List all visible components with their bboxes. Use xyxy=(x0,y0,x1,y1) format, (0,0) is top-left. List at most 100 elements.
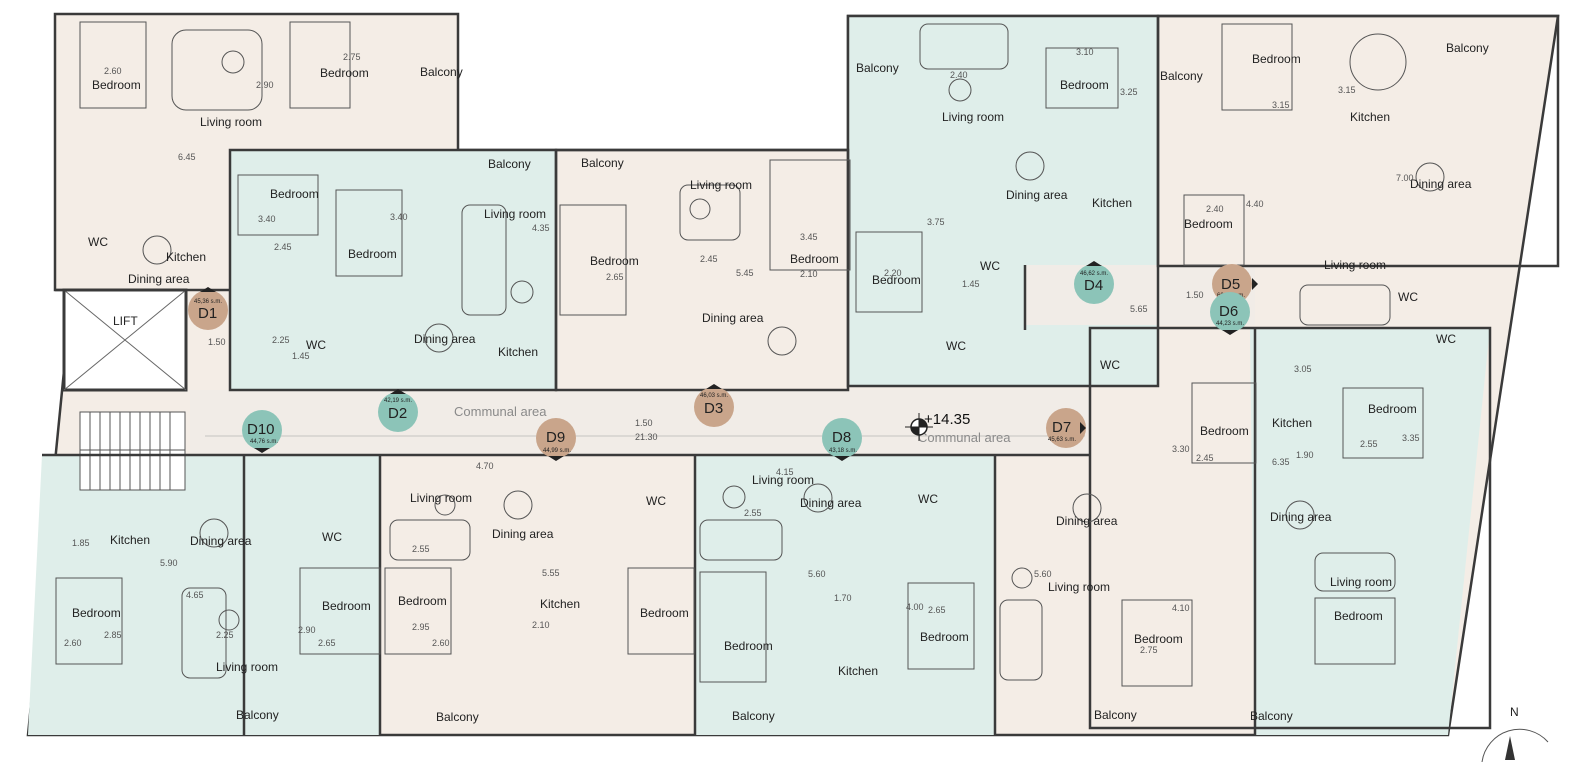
unit-marker-d2: 42,19 s.m. D2 xyxy=(378,389,418,432)
svg-text:D6: D6 xyxy=(1219,303,1238,320)
svg-text:D4: D4 xyxy=(1084,277,1103,294)
label-bedroom: Bedroom xyxy=(1184,217,1233,231)
dim-label: 4.10 xyxy=(1172,603,1190,613)
corridor-length-label: 21.30 xyxy=(635,432,658,442)
label-dining-area: Dining area xyxy=(1056,514,1118,528)
unit-d8-fill xyxy=(695,455,995,735)
label-dining-area: Dining area xyxy=(128,272,190,286)
dim-label: 2.55 xyxy=(412,544,430,554)
dim-label: 1.85 xyxy=(72,538,90,548)
dim-label: 4.35 xyxy=(532,223,550,233)
svg-text:D10: D10 xyxy=(247,421,275,438)
label-kitchen: Kitchen xyxy=(166,250,206,264)
dim-label: 1.45 xyxy=(962,279,980,289)
svg-text:D8: D8 xyxy=(832,429,851,446)
dim-label: 7.00 xyxy=(1396,173,1414,183)
svg-text:46,03 s.m.: 46,03 s.m. xyxy=(700,393,728,399)
dim-label: 2.45 xyxy=(700,254,718,264)
dim-label: 2.45 xyxy=(1196,453,1214,463)
dim-label: 3.40 xyxy=(258,214,276,224)
dim-label: 2.65 xyxy=(928,605,946,615)
unit-marker-d1: 45,36 s.m. D1 xyxy=(188,287,228,330)
label-wc: WC xyxy=(306,338,326,352)
label-bedroom: Bedroom xyxy=(724,639,773,653)
dim-label: 6.35 xyxy=(1272,457,1290,467)
dim-label: 2.90 xyxy=(298,625,316,635)
dim-label: 5.55 xyxy=(542,568,560,578)
label-balcony: Balcony xyxy=(732,709,775,723)
label-bedroom: Bedroom xyxy=(590,254,639,268)
svg-text:44,99 s.m.: 44,99 s.m. xyxy=(543,448,571,454)
label-wc: WC xyxy=(322,530,342,544)
label-bedroom: Bedroom xyxy=(270,187,319,201)
dim-label: 4.70 xyxy=(476,461,494,471)
unit-d10-fill xyxy=(28,455,380,735)
dim-label: 1.50 xyxy=(1186,290,1204,300)
svg-text:D1: D1 xyxy=(198,305,217,322)
label-bedroom: Bedroom xyxy=(72,606,121,620)
dim-label: 2.85 xyxy=(104,630,122,640)
label-kitchen: Kitchen xyxy=(1092,196,1132,210)
dim-label: 2.65 xyxy=(606,272,624,282)
label-bedroom: Bedroom xyxy=(790,252,839,266)
label-bedroom: Bedroom xyxy=(320,66,369,80)
svg-text:44,23 s.m.: 44,23 s.m. xyxy=(1216,321,1244,327)
label-bedroom: Bedroom xyxy=(1134,632,1183,646)
svg-text:D9: D9 xyxy=(546,429,565,446)
dim-label: 2.10 xyxy=(800,269,818,279)
label-wc: WC xyxy=(88,235,108,249)
dim-label: 4.40 xyxy=(1246,199,1264,209)
label-balcony: Balcony xyxy=(581,156,624,170)
label-wc: WC xyxy=(1398,290,1418,304)
label-dining-area: Dining area xyxy=(1410,177,1472,191)
dim-label: 1.50 xyxy=(208,337,226,347)
dim-label: 2.55 xyxy=(744,508,762,518)
label-kitchen: Kitchen xyxy=(1350,110,1390,124)
label-living-room: Living room xyxy=(1330,575,1392,589)
staircase xyxy=(79,411,186,491)
label-bedroom: Bedroom xyxy=(1200,424,1249,438)
dim-label: 4.15 xyxy=(776,467,794,477)
dim-label: 2.45 xyxy=(274,242,292,252)
room-labels: Bedroom Bedroom Balcony Living room WC K… xyxy=(72,41,1489,724)
dim-label: 5.60 xyxy=(808,569,826,579)
unit-marker-d6: D6 44,23 s.m. xyxy=(1210,292,1250,335)
label-bedroom: Bedroom xyxy=(398,594,447,608)
label-dining-area: Dining area xyxy=(190,534,252,548)
dim-label: 2.25 xyxy=(272,335,290,345)
label-dining-area: Dining area xyxy=(1006,188,1068,202)
label-living-room: Living room xyxy=(942,110,1004,124)
label-balcony: Balcony xyxy=(1160,69,1203,83)
unit-markers: 45,36 s.m. D1 42,19 s.m. D2 46,03 s.m. D… xyxy=(188,261,1258,461)
label-dining-area: Dining area xyxy=(702,311,764,325)
label-wc: WC xyxy=(946,339,966,353)
dim-label: 3.05 xyxy=(1294,364,1312,374)
svg-text:45,63 s.m.: 45,63 s.m. xyxy=(1048,437,1076,443)
dim-label: 5.60 xyxy=(1034,569,1052,579)
label-kitchen: Kitchen xyxy=(110,533,150,547)
dim-label: 2.60 xyxy=(432,638,450,648)
label-balcony: Balcony xyxy=(1094,708,1137,722)
label-dining-area: Dining area xyxy=(800,496,862,510)
label-wc: WC xyxy=(980,259,1000,273)
dim-label: 3.25 xyxy=(1120,87,1138,97)
dim-label: 2.75 xyxy=(343,52,361,62)
label-living-room: Living room xyxy=(1324,258,1386,272)
communal-area-label: Communal area xyxy=(918,430,1011,445)
unit-marker-d8: D8 43,18 s.m. xyxy=(822,418,862,461)
dim-label: 4.65 xyxy=(186,590,204,600)
dim-label: 3.15 xyxy=(1338,85,1356,95)
label-balcony: Balcony xyxy=(1250,709,1293,723)
north-arrow: N xyxy=(1481,705,1549,762)
label-bedroom: Bedroom xyxy=(1252,52,1301,66)
level-text: +14.35 xyxy=(924,411,970,428)
dim-label: 5.45 xyxy=(736,268,754,278)
label-balcony: Balcony xyxy=(488,157,531,171)
dim-label: 2.75 xyxy=(1140,645,1158,655)
label-bedroom: Bedroom xyxy=(1334,609,1383,623)
label-living-room: Living room xyxy=(216,660,278,674)
label-bedroom: Bedroom xyxy=(348,247,397,261)
dim-label: 1.45 xyxy=(292,351,310,361)
label-living-room: Living room xyxy=(752,473,814,487)
